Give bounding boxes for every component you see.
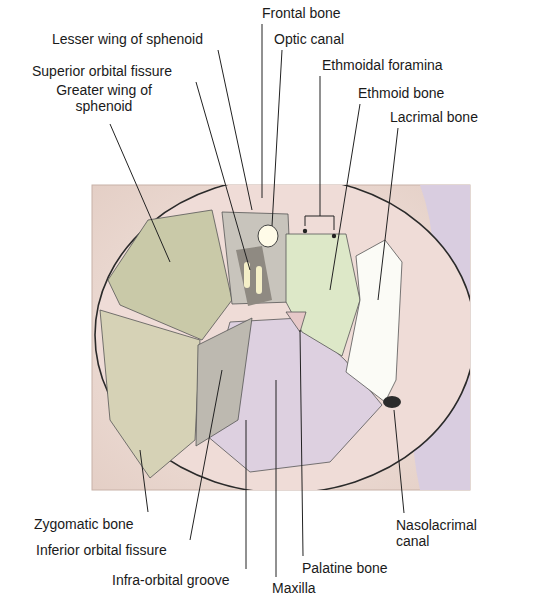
ethmoid-bone: [286, 234, 360, 356]
part-label: Inferior orbital fissure: [36, 542, 167, 558]
leader-line: [110, 124, 170, 262]
part-label: Lesser wing of sphenoid: [52, 31, 203, 47]
part-label: Nasolacrimal canal: [396, 517, 492, 549]
leader-line: [272, 50, 282, 226]
part-label: Optic canal: [274, 31, 344, 47]
part-label: Superior orbital fissure: [32, 63, 172, 79]
leader-line: [276, 380, 277, 577]
foramen-dot: [303, 229, 307, 233]
leader-line: [218, 50, 252, 210]
leader-line: [190, 370, 222, 540]
part-label: Zygomatic bone: [34, 516, 134, 532]
orbit-rim: [95, 185, 470, 490]
zygomatic-bone: [100, 310, 200, 478]
palatine-bone: [286, 312, 306, 332]
part-label: Ethmoidal foramina: [322, 57, 443, 73]
foramen-dot: [332, 234, 336, 238]
nasolacrimal-canal: [383, 396, 401, 408]
greater-wing: [108, 210, 232, 340]
part-label: Lacrimal bone: [390, 109, 478, 125]
leader-line: [378, 128, 398, 300]
leader-line: [262, 24, 263, 198]
lacrimal-bone: [346, 240, 402, 402]
optic-canal: [258, 225, 278, 247]
part-label: Palatine bone: [302, 560, 388, 576]
superior-orbital-fissure: [236, 246, 272, 306]
leader-lines: [110, 24, 404, 577]
leader-line: [330, 104, 360, 290]
leader-line: [246, 420, 247, 569]
part-label: Frontal bone: [262, 5, 341, 21]
leader-line: [394, 410, 404, 513]
foramina-bracket: [305, 216, 334, 230]
leader-line: [320, 76, 321, 216]
leader-line: [140, 450, 148, 512]
part-label: Maxilla: [272, 580, 316, 596]
leader-line: [300, 330, 303, 556]
leader-line: [196, 82, 250, 270]
fissure-highlight: [256, 266, 262, 294]
part-label: Ethmoid bone: [358, 85, 444, 101]
part-label: Infra-orbital groove: [112, 572, 230, 588]
part-label: Greater wing of sphenoid: [56, 82, 152, 114]
